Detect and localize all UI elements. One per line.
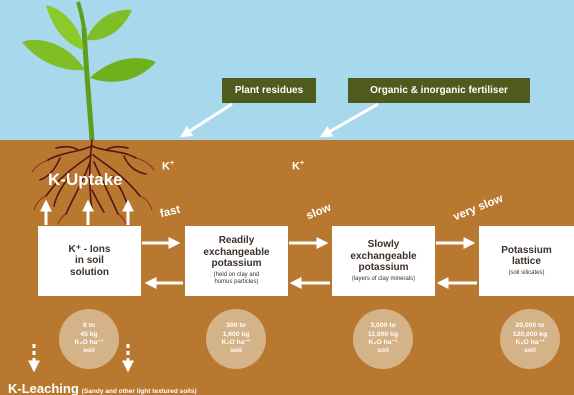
pool-subtitle: (held on clay and humus particles) (213, 271, 260, 286)
residues-input-arrow (179, 102, 233, 138)
pool-title: Slowly exchangeable potassium (350, 239, 417, 273)
k-plus-label-residues: K+ (162, 160, 175, 173)
sky-background (0, 0, 574, 140)
pool-subtitle: (soil silicates) (508, 269, 545, 276)
k-leaching-label: K-Leaching(Sandy and other light texture… (8, 381, 197, 395)
fertiliser-banner: Organic & inorganic fertiliser (348, 78, 530, 103)
pool-box-potassium-lattice: Potassium lattice (soil silicates) (479, 226, 574, 296)
pool-title: Potassium lattice (501, 244, 552, 268)
plant-icon (22, 1, 156, 141)
pool-box-slowly-exchangeable: Slowly exchangeable potassium (layers of… (332, 226, 435, 296)
k-uptake-label: K-Uptake (48, 170, 123, 189)
plant-residues-banner: Plant residues (222, 78, 316, 103)
amount-circle-potassium-lattice: 20,000 to 120,000 kg K₂O ha⁻¹ soil (500, 309, 560, 369)
exchange-arrows (142, 237, 477, 289)
amount-circle-soil-solution: 6 to 45 kg K₂O ha⁻¹ soil (59, 309, 119, 369)
k-plus-label-fertiliser: K+ (292, 160, 305, 173)
amount-circle-slowly-exchangeable: 3,000 to 11,000 kg K₂O ha⁻¹ soil (353, 309, 413, 369)
fertiliser-input-arrow (319, 102, 379, 138)
k-leaching-note: (Sandy and other light textured soils) (81, 388, 197, 395)
pool-box-soil-solution: K⁺ - Ions in soil solution (38, 226, 141, 296)
pool-title: Readily exchangeable potassium (203, 235, 270, 270)
amount-circle-readily-exchangeable: 300 to 1,600 kg K₂O ha⁻¹ soil (206, 309, 266, 369)
pool-title: K⁺ - Ions in soil solution (68, 243, 111, 278)
roots-fine-icon (31, 157, 155, 225)
pool-box-readily-exchangeable: Readily exchangeable potassium (held on … (185, 226, 288, 296)
k-leaching-title: K-Leaching (8, 381, 79, 395)
pool-subtitle: (layers of clay minerals) (351, 275, 416, 282)
